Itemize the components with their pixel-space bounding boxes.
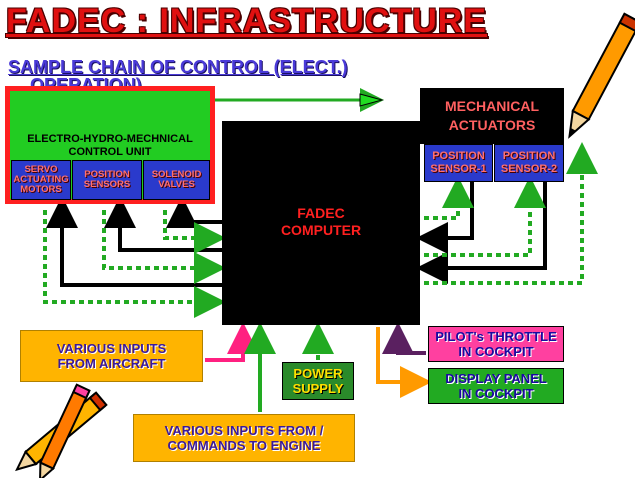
position-line1: POSITION — [84, 169, 130, 180]
position-sensor-2-box: POSITION SENSOR-2 — [494, 144, 564, 182]
servo-actuating-motors-box: SERVO ACTUATING MOTORS — [11, 160, 71, 200]
various-inputs-from-aircraft-box: VARIOUS INPUTS FROM AIRCRAFT — [20, 330, 203, 382]
solenoid-line2: VALVES — [158, 179, 195, 190]
pilot-throttle-arrow — [382, 322, 426, 355]
mechanical-line1: MECHANICAL — [444, 98, 540, 114]
sensor1-line2: SENSOR-1 — [430, 163, 487, 175]
position-sensors-box: POSITION SENSORS — [72, 160, 142, 200]
actuator-dotted-arrow — [424, 142, 598, 285]
display-panel-box: DISPLAY PANEL IN COCKPIT — [428, 368, 564, 404]
aircraft-inputs-arrow — [205, 322, 259, 362]
power-supply-box: POWER SUPPLY — [282, 362, 354, 400]
mechanical-line2: ACTUATORS — [448, 117, 536, 133]
ehm-label-line2: CONTROL UNIT — [68, 146, 152, 158]
pencils-decoration-bottom-icon — [15, 383, 108, 478]
pilot-line2: IN COCKPIT — [458, 344, 534, 359]
fadec-line1: FADEC — [297, 205, 345, 221]
commands-to-engine-box: VARIOUS INPUTS FROM / COMMANDS TO ENGINE — [133, 414, 355, 462]
power-line1: POWER — [293, 366, 343, 381]
solenoid-line1: SOLENOID — [151, 169, 202, 180]
commands-line1: VARIOUS INPUTS FROM / — [164, 423, 324, 438]
fadec-to-servo-arrow — [46, 196, 222, 287]
various-inputs-line2: FROM AIRCRAFT — [57, 356, 166, 371]
sensor1-line1: POSITION — [432, 150, 485, 162]
sensor1-dotted-arrow — [424, 176, 474, 220]
fadec-to-position-arrow — [104, 196, 222, 252]
sensor2-dotted-arrow — [424, 176, 546, 257]
display-panel-arrow — [376, 327, 432, 398]
sensor2-to-fadec-arrow — [416, 182, 547, 284]
solenoid-valves-box: SOLENOID VALVES — [143, 160, 210, 200]
sensor1-to-fadec-arrow — [416, 182, 474, 254]
ehm-to-actuators-arrowhead — [359, 93, 384, 107]
position-sensor-1-box: POSITION SENSOR-1 — [424, 144, 493, 182]
fadec-to-solenoid-arrow — [166, 196, 222, 228]
pilot-throttle-box: PILOT's THROTTLE IN COCKPIT — [428, 326, 564, 362]
commands-line2: COMMANDS TO ENGINE — [167, 438, 321, 453]
power-line2: SUPPLY — [292, 381, 344, 396]
various-inputs-line1: VARIOUS INPUTS — [56, 341, 167, 356]
ehm-label: ELECTRO-HYDRO-MECHNICAL CONTROL UNIT — [10, 133, 210, 159]
mechanical-actuators: MECHANICAL ACTUATORS — [420, 88, 564, 144]
display-line1: DISPLAY PANEL — [445, 371, 547, 386]
page-title: FADEC : INFRASTRUCTURE — [6, 2, 487, 40]
display-line2: IN COCKPIT — [458, 386, 534, 401]
sensor2-line1: POSITION — [502, 150, 556, 162]
position-line2: SENSORS — [83, 179, 131, 190]
servo-line2: ACTUATING — [13, 174, 69, 185]
solenoid-feedback-dotted-arrow — [163, 210, 226, 254]
sensor2-line2: SENSOR-2 — [500, 163, 558, 175]
position-feedback-dotted-arrow — [102, 210, 226, 284]
pencil-decoration-top-icon — [568, 12, 635, 139]
servo-line3: MOTORS — [20, 184, 62, 195]
ehm-label-line1: ELECTRO-HYDRO-MECHNICAL — [27, 133, 193, 145]
fadec-line2: COMPUTER — [280, 222, 362, 238]
servo-feedback-dotted-arrow — [43, 210, 226, 318]
fadec-computer: FADEC COMPUTER — [222, 121, 420, 325]
subtitle-line1: SAMPLE CHAIN OF CONTROL (ELECT.) — [8, 57, 348, 77]
pilot-line1: PILOT's THROTTLE — [435, 329, 557, 344]
servo-line1: SERVO — [24, 164, 58, 175]
